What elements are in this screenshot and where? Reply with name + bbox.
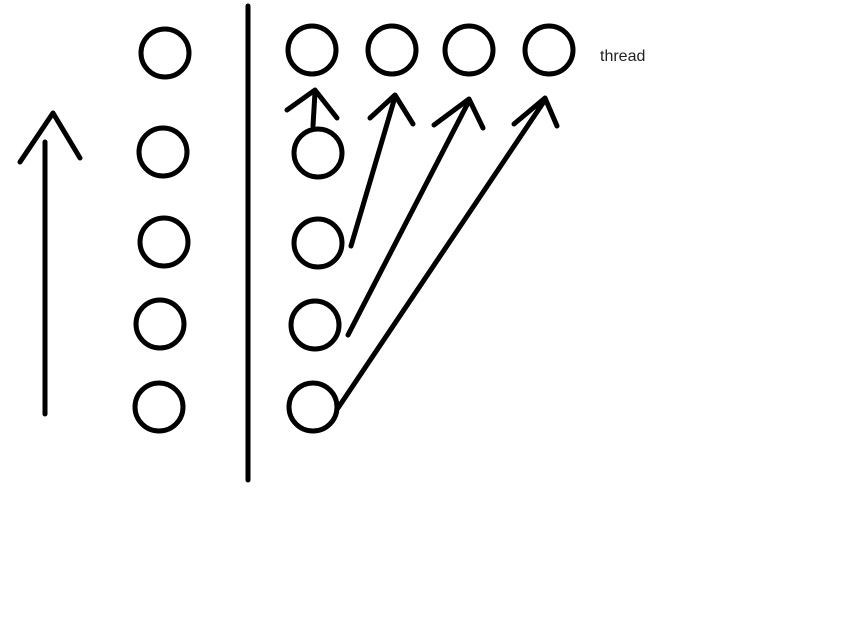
left-circle-3 bbox=[137, 215, 191, 269]
arrow-to-thread-4 bbox=[335, 95, 560, 411]
arrow-to-thread-3 bbox=[345, 96, 486, 338]
thread-circle-4 bbox=[522, 23, 576, 77]
right-circle-1 bbox=[291, 126, 345, 180]
left-up-arrow bbox=[17, 110, 83, 417]
thread-circle-3 bbox=[442, 23, 496, 77]
thread-circle-2 bbox=[365, 23, 419, 77]
left-circle-1 bbox=[138, 26, 192, 80]
thread-label: thread bbox=[600, 48, 645, 65]
left-circle-column bbox=[132, 26, 192, 434]
right-circle-4 bbox=[286, 380, 340, 434]
right-circle-3 bbox=[288, 298, 342, 352]
right-circle-2 bbox=[291, 216, 345, 270]
left-circle-4 bbox=[133, 297, 187, 351]
arrow-to-thread-2 bbox=[348, 92, 416, 249]
arrow-to-thread-1 bbox=[284, 87, 340, 129]
left-circle-5 bbox=[132, 380, 186, 434]
thread-circle-1 bbox=[285, 23, 339, 77]
right-circle-column bbox=[286, 126, 345, 434]
thread-row bbox=[285, 23, 576, 77]
left-circle-2 bbox=[136, 125, 190, 179]
